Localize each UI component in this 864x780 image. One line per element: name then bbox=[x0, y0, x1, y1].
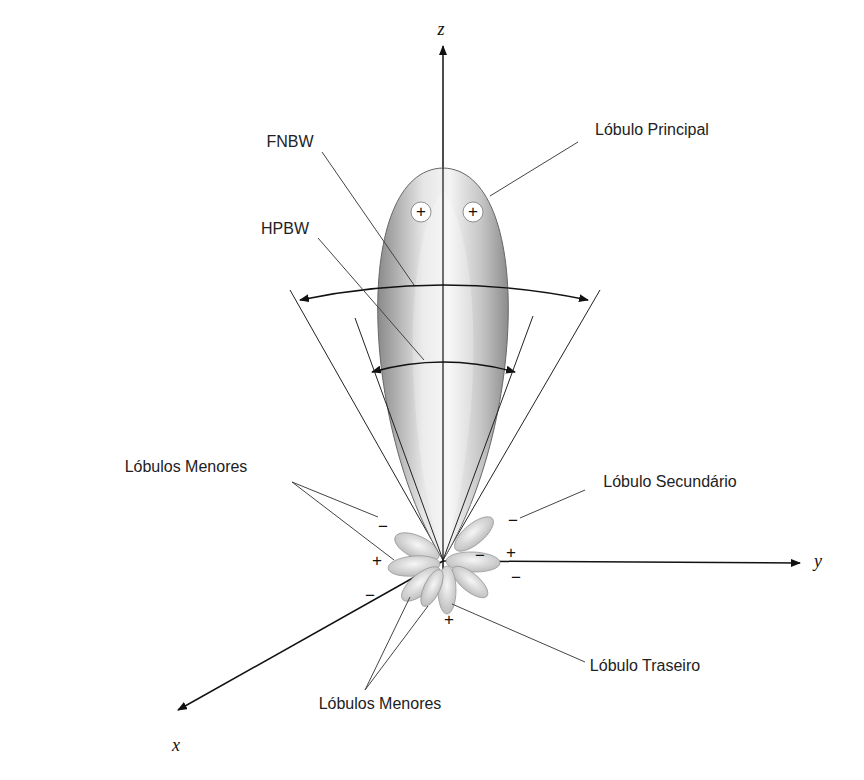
sign-label: + bbox=[506, 544, 516, 563]
hpbw-line bbox=[355, 318, 443, 560]
sign-label: − bbox=[508, 512, 518, 531]
lobe-label: Lóbulo Secundário bbox=[603, 473, 736, 491]
sign-label: − bbox=[511, 569, 521, 588]
axis-label: x bbox=[172, 736, 180, 756]
sign-circle bbox=[463, 202, 483, 222]
lobe-label: Lóbulos Menores bbox=[125, 458, 248, 476]
sign-label: − bbox=[378, 518, 388, 537]
sign-circle bbox=[411, 202, 431, 222]
lobe-label: Lóbulos Menores bbox=[319, 695, 442, 713]
sign-label: + bbox=[372, 552, 382, 571]
axis-label: z bbox=[437, 20, 444, 40]
sign-label: − bbox=[475, 547, 485, 566]
beamwidth-label: FNBW bbox=[266, 133, 313, 151]
lobe-label: Lóbulo Traseiro bbox=[590, 657, 700, 675]
x-axis bbox=[178, 561, 443, 710]
sign-label: + bbox=[468, 203, 478, 222]
hpbw-arc bbox=[372, 362, 515, 372]
sign-label: + bbox=[416, 203, 426, 222]
z-axis bbox=[442, 46, 444, 580]
axis-label: y bbox=[814, 552, 822, 572]
beamwidth-label: HPBW bbox=[261, 220, 309, 238]
main-lobe bbox=[378, 168, 509, 560]
leader-lines bbox=[292, 142, 585, 690]
sign-label: − bbox=[365, 587, 375, 606]
fnbw-arc bbox=[300, 285, 588, 300]
sign-label: + bbox=[444, 611, 454, 630]
hpbw-line bbox=[443, 316, 533, 560]
lobe-label: Lóbulo Principal bbox=[595, 121, 709, 139]
z-axis-inner bbox=[442, 168, 443, 560]
